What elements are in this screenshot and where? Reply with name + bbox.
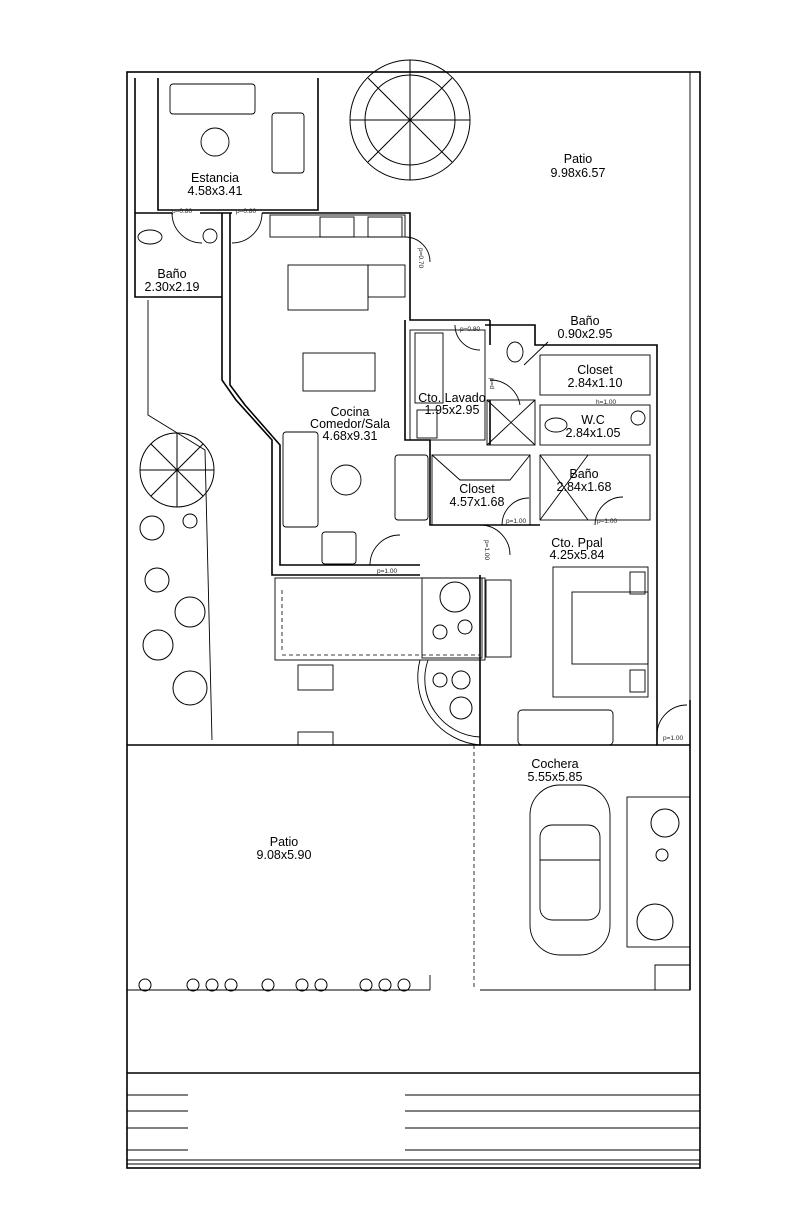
shrub-icon bbox=[650, 808, 680, 838]
house-walls bbox=[127, 78, 691, 991]
shrub-icon bbox=[432, 624, 448, 640]
room-name-patio-top: Patio bbox=[564, 152, 593, 166]
kitchen-counter bbox=[269, 214, 406, 238]
sofa bbox=[517, 709, 614, 746]
shrub-icon bbox=[139, 515, 165, 541]
door-label: p=0.80 bbox=[460, 326, 480, 333]
room-name-cocina: Cocina bbox=[331, 405, 370, 419]
door-label: p=1.00 bbox=[663, 735, 683, 742]
room-name-lavado: Cto. Lavado bbox=[418, 391, 485, 405]
door-label: p=d bbox=[488, 378, 495, 389]
shrub-row bbox=[138, 978, 411, 992]
door-label: p=0.80 bbox=[236, 208, 256, 215]
bed-frame bbox=[552, 566, 649, 698]
room-name-comedor: Comedor/Sala bbox=[310, 417, 390, 431]
coffee-table bbox=[330, 464, 362, 496]
room-size-bano-ppal: 2.84x1.68 bbox=[557, 480, 612, 494]
furniture bbox=[137, 83, 649, 956]
shrub-icon bbox=[449, 696, 473, 720]
shrub-icon bbox=[432, 672, 448, 688]
room-name-bano-ppal: Baño bbox=[569, 467, 598, 481]
room-name-closet-big: Closet bbox=[459, 482, 495, 496]
refrigerator bbox=[367, 264, 406, 298]
steps bbox=[297, 731, 334, 746]
room-size-bano-small: 0.90x2.95 bbox=[558, 327, 613, 341]
sink bbox=[367, 216, 403, 238]
opening-label: h=1.00 bbox=[596, 399, 616, 406]
washbasin bbox=[202, 228, 218, 244]
trees bbox=[138, 59, 680, 992]
leader-arrow bbox=[523, 341, 549, 366]
shrub-icon bbox=[457, 619, 473, 635]
toilet bbox=[544, 417, 568, 433]
stove bbox=[319, 216, 355, 238]
tree-icon bbox=[139, 432, 215, 508]
shrub-icon bbox=[182, 513, 198, 529]
dining-table bbox=[302, 352, 376, 392]
washbasin bbox=[630, 410, 646, 426]
toilet bbox=[506, 341, 524, 363]
title-block-lines bbox=[127, 1094, 700, 1151]
room-name-bano-left: Baño bbox=[157, 267, 186, 281]
armchair bbox=[271, 112, 305, 174]
room-size-closet-top: 2.84x1.10 bbox=[568, 376, 623, 390]
shrub-icon bbox=[142, 629, 174, 661]
shrub-icon bbox=[451, 670, 471, 690]
armchair bbox=[321, 531, 357, 565]
kitchen-island bbox=[287, 264, 369, 311]
shrub-icon bbox=[636, 903, 674, 941]
room-size-cocina: 4.68x9.31 bbox=[323, 429, 378, 443]
room-size-cto-ppal: 4.25x5.84 bbox=[550, 548, 605, 562]
sofa bbox=[394, 454, 429, 521]
room-size-patio-top: 9.98x6.57 bbox=[551, 166, 606, 180]
tree-icon bbox=[349, 59, 471, 181]
door-label: p=1.00 bbox=[506, 518, 526, 525]
steps bbox=[297, 664, 334, 691]
room-size-estancia: 4.58x3.41 bbox=[188, 184, 243, 198]
coffee-table bbox=[200, 127, 230, 157]
washer bbox=[414, 332, 444, 404]
room-size-patio-bottom: 9.08x5.90 bbox=[257, 848, 312, 862]
door-label: p=1.00 bbox=[377, 568, 397, 575]
nightstand bbox=[629, 669, 646, 693]
car bbox=[529, 784, 611, 956]
room-name-cto-ppal: Cto. Ppal bbox=[551, 536, 602, 550]
door-label: p=1.00 bbox=[483, 540, 490, 560]
lot-boundary bbox=[126, 71, 701, 1169]
nightstand bbox=[629, 571, 646, 595]
room-size-bano-left: 2.30x2.19 bbox=[145, 280, 200, 294]
room-name-estancia: Estancia bbox=[191, 171, 239, 185]
room-size-wc: 2.84x1.05 bbox=[566, 426, 621, 440]
room-size-cochera: 5.55x5.85 bbox=[528, 770, 583, 784]
shrub-icon bbox=[655, 848, 669, 862]
laundry-sink bbox=[416, 409, 438, 439]
door-label: p=0.70 bbox=[417, 248, 424, 268]
room-size-lavado: 1.95x2.95 bbox=[425, 403, 480, 417]
door-label: p=0.80 bbox=[172, 208, 192, 215]
shrub-icon bbox=[174, 596, 206, 628]
door-swings bbox=[171, 212, 688, 736]
sofa bbox=[169, 83, 256, 115]
room-name-patio-bottom: Patio bbox=[270, 835, 299, 849]
room-size-closet-big: 4.57x1.68 bbox=[450, 495, 505, 509]
room-name-bano-small: Baño bbox=[570, 314, 599, 328]
shrub-icon bbox=[144, 567, 170, 593]
bed bbox=[571, 591, 649, 665]
room-name-closet-top: Closet bbox=[577, 363, 613, 377]
toilet bbox=[137, 229, 163, 245]
room-name-wc: W.C bbox=[581, 413, 605, 427]
shrub-icon bbox=[172, 670, 208, 706]
terrace bbox=[274, 577, 512, 746]
sofa bbox=[282, 431, 319, 528]
door-label: p=1.00 bbox=[597, 518, 617, 525]
shrub-icon bbox=[439, 581, 471, 613]
room-name-cochera: Cochera bbox=[531, 757, 578, 771]
